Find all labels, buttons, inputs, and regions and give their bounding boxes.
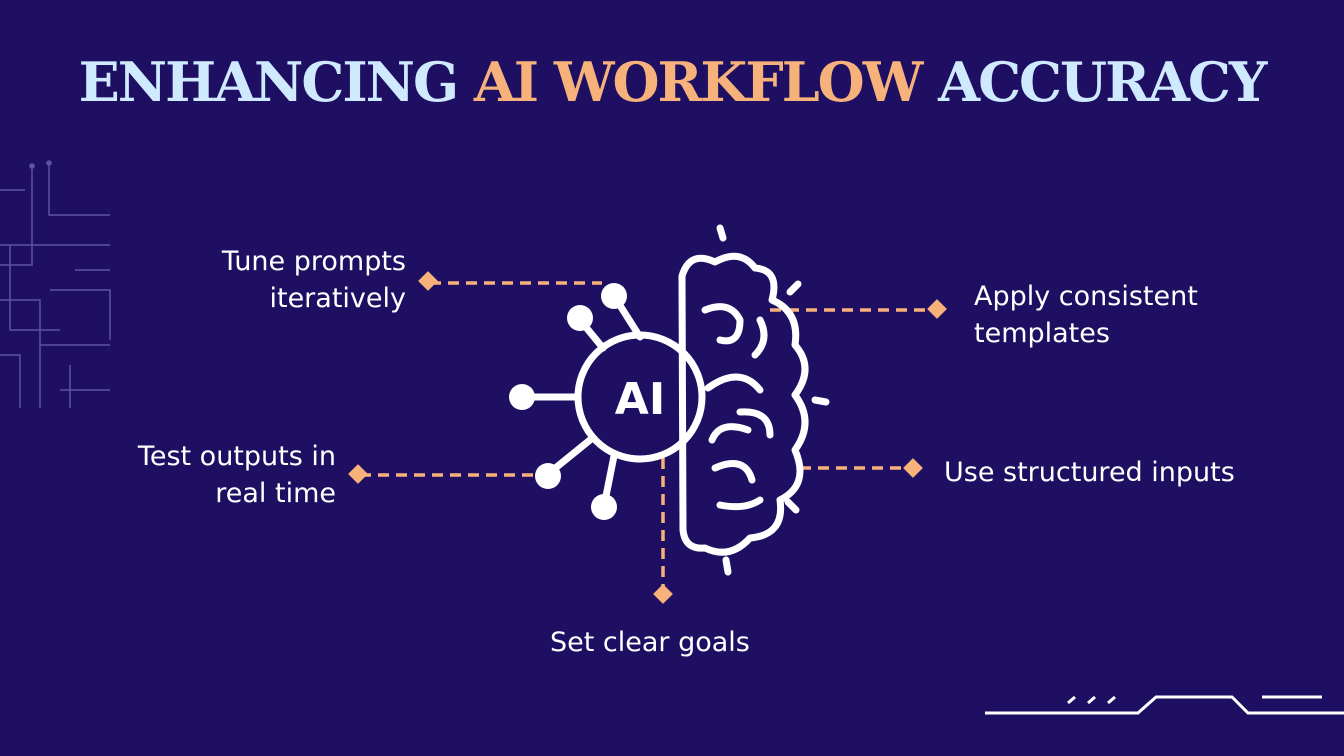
tip-test-outputs: Test outputs in real time (137, 441, 336, 509)
title-part-1: ENHANCING (78, 50, 460, 114)
ai-brain-circuit-icon (509, 224, 830, 576)
ai-core-label: AI (615, 374, 665, 425)
connector-endpoints (348, 271, 947, 604)
circuit-node (601, 283, 627, 309)
connectors (360, 281, 936, 592)
diamond-clear-goals (653, 584, 673, 604)
tip-clear-goals: Set clear goals (550, 627, 750, 658)
tip-structured-inputs: Use structured inputs (944, 457, 1235, 488)
circuit-node (567, 305, 593, 331)
title-part-2-accent: AI WORKFLOW (473, 50, 923, 114)
diamond-apply-templates (927, 299, 947, 319)
diamond-tune-prompts (418, 271, 438, 291)
diamond-structured-inputs (903, 458, 923, 478)
circuit-decoration-left (0, 160, 111, 408)
circuit-node (509, 384, 535, 410)
circuit-node (535, 463, 561, 489)
page-title: ENHANCING AI WORKFLOW ACCURACY (0, 50, 1344, 114)
diamond-test-outputs (348, 464, 368, 484)
tip-apply-templates: Apply consistent templates (974, 281, 1198, 349)
circuit-node (591, 494, 617, 520)
title-part-3: ACCURACY (938, 50, 1267, 114)
brain-half-outline (678, 252, 809, 556)
tip-tune-prompts: Tune prompts iteratively (221, 246, 406, 314)
line-decoration-bottom-right (985, 695, 1344, 715)
